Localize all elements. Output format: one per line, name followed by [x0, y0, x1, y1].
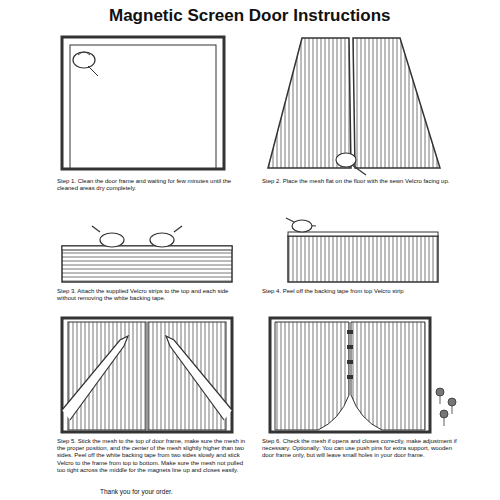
peel-backing-tape [286, 218, 438, 282]
stick-mesh-to-frame [62, 318, 232, 432]
step-text: Step 6. Check the mesh if opens and clos… [262, 438, 457, 460]
mesh-on-floor [268, 38, 440, 175]
step-text: Step 3. Attach the supplied Velcro strip… [57, 288, 242, 302]
step-text: Step 5. Stick the mesh to the top of doo… [57, 438, 252, 474]
step-text: Step 1. Clean the door frame and waiting… [57, 178, 242, 192]
push-pins [436, 388, 456, 426]
page-title: Magnetic Screen Door Instructions [109, 6, 391, 26]
attach-velcro [62, 226, 232, 282]
step-text: Step 2. Place the mesh flat on the floor… [262, 178, 452, 185]
step-text: Step 4. Peel off the backing tape from t… [262, 288, 452, 295]
door-frame-cleaning [62, 37, 224, 169]
closing-note: Thank you for your order. [100, 488, 300, 496]
finished-mesh-door [270, 318, 456, 432]
